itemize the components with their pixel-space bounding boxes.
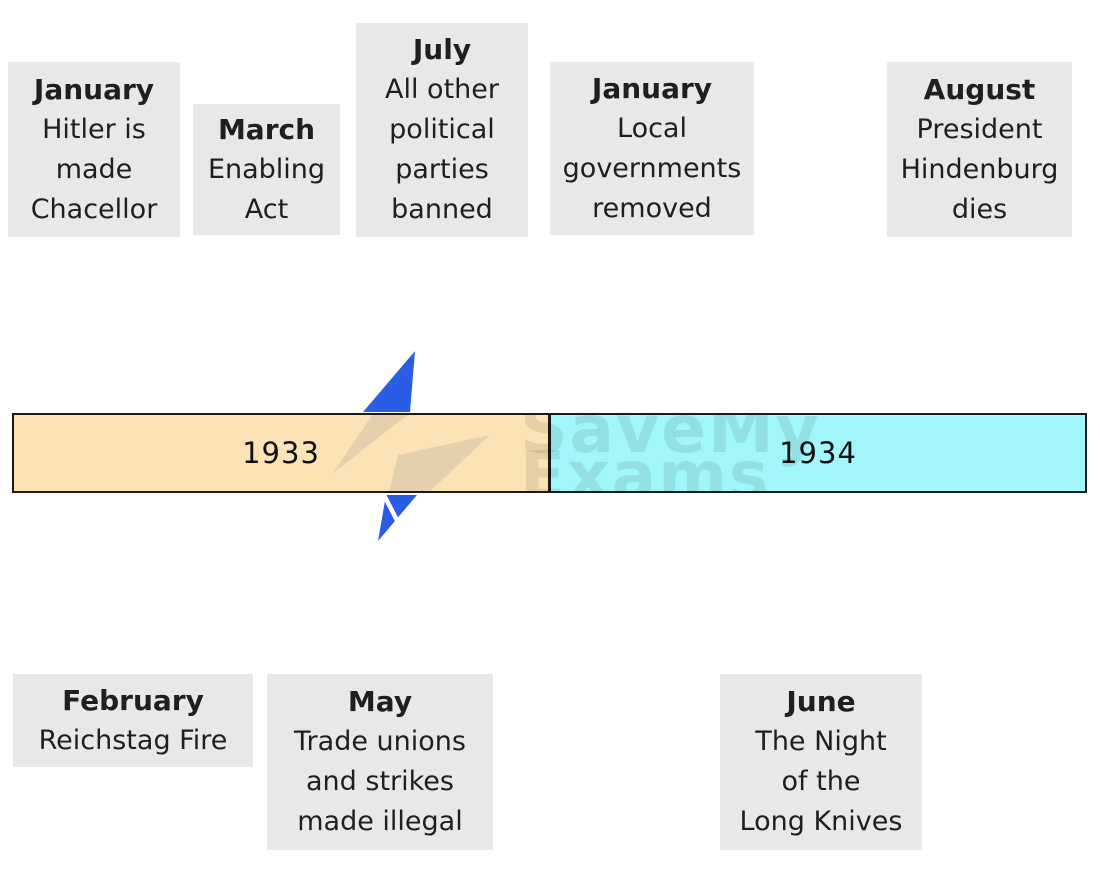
event-text-line: Reichstag Fire (38, 724, 228, 756)
event-text-line: political (389, 114, 495, 145)
timeline-segment-1933: 1933 (14, 415, 548, 491)
event-text-line: made illegal (297, 806, 463, 837)
timeline-bar: 1933 1934 (12, 413, 1087, 493)
event-text-line: removed (592, 192, 712, 224)
bolt-notch (381, 493, 406, 534)
event-text-line: Trade unions (294, 726, 466, 757)
event-box-january-1934: January Local governments removed (550, 62, 754, 235)
year-label-1933: 1933 (242, 436, 320, 470)
year-label-1934: 1934 (779, 436, 857, 470)
event-month: March (217, 112, 316, 146)
event-month: February (62, 683, 204, 717)
event-box-january-1933: January Hitler is made Chacellor (8, 62, 180, 237)
event-box-june-1934: June The Night of the Long Knives (720, 674, 922, 850)
event-month: January (591, 71, 713, 105)
event-text-line: parties (395, 154, 489, 185)
event-box-may-1933: May Trade unions and strikes made illega… (267, 674, 493, 850)
event-text-line: governments (562, 152, 742, 184)
event-text-line: All other (385, 74, 499, 105)
event-text-line: Enabling (207, 153, 326, 185)
event-text-line: made (55, 153, 133, 185)
event-text-line: President (916, 113, 1043, 145)
event-month: August (923, 72, 1036, 106)
event-text-line: of the (781, 766, 861, 797)
bolt-bottom-piece (378, 495, 417, 541)
event-box-july-1933: July All other political parties banned (356, 23, 528, 237)
event-month: January (33, 72, 155, 106)
event-text-line: Chacellor (30, 193, 158, 225)
event-text-line: Act (244, 193, 289, 225)
event-box-february-1933: February Reichstag Fire (13, 674, 253, 767)
event-text-line: Hindenburg (900, 153, 1059, 185)
timeline-segment-1934: 1934 (551, 415, 1085, 491)
bolt-top-piece (363, 351, 415, 412)
event-month: July (412, 33, 472, 66)
event-text-line: banned (391, 194, 493, 225)
event-text-line: Hitler is (42, 113, 146, 145)
event-box-march-1933: March Enabling Act (193, 104, 340, 235)
timeline-divider (548, 415, 551, 491)
event-text-line: and strikes (306, 766, 454, 797)
event-text-line: Long Knives (739, 806, 903, 837)
event-box-august-1934: August President Hindenburg dies (887, 62, 1072, 237)
event-month: May (347, 685, 413, 718)
event-text-line: Local (617, 112, 687, 144)
event-text-line: dies (951, 193, 1008, 225)
event-month: June (786, 685, 856, 718)
event-text-line: The Night (755, 726, 887, 757)
